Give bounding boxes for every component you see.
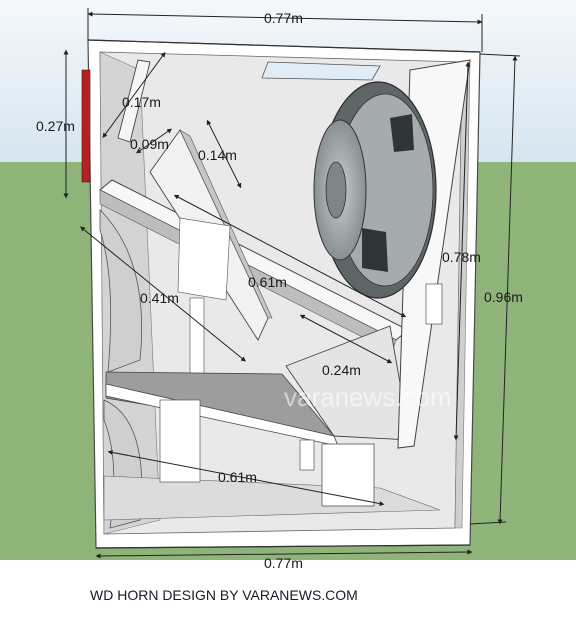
dim-line-diag-mid [173, 194, 407, 318]
dim-line-lower [107, 450, 385, 506]
label-baffle-c: 0.14m [198, 147, 237, 163]
mouth-strip [81, 69, 91, 183]
label-diag-mid: 0.61m [248, 274, 287, 290]
dimension-lines [63, 8, 521, 559]
label-chamber: 0.24m [322, 362, 361, 378]
basket-window-bottom [362, 228, 388, 272]
label-mouth-height: 0.27m [36, 118, 75, 134]
dim-line-right [497, 55, 518, 525]
label-diag-left: 0.41m [140, 290, 179, 306]
basket-window-top [390, 114, 414, 152]
label-driver-panel: 0.78m [442, 249, 481, 265]
dim-line-baffle-a [102, 51, 166, 139]
diagram-caption: WD HORN DESIGN BY VARANEWS.COM [90, 587, 358, 603]
cabinet-bottom-edge [95, 544, 471, 549]
lower-block-left [159, 399, 201, 483]
dim-tick-right-t [479, 53, 521, 57]
lower-block-small [299, 439, 315, 471]
right-block [425, 283, 443, 325]
dim-line-chamber [299, 314, 393, 364]
label-bottom-width: 0.77m [264, 555, 303, 571]
label-top-width: 0.77m [264, 10, 303, 26]
label-height-right: 0.96m [484, 289, 523, 305]
support-block-upper [177, 217, 231, 301]
dim-tick-right-b [469, 521, 507, 525]
dim-line-baffle-c [206, 119, 242, 189]
lower-block-center [321, 443, 375, 507]
watermark: varanews.com [284, 382, 452, 412]
dim-line-bottom [95, 549, 473, 559]
support-block-left [189, 297, 205, 381]
label-baffle-b: 0.09m [130, 136, 169, 152]
label-baffle-a: 0.17m [122, 94, 161, 110]
cabinet-top-edge [87, 39, 481, 53]
dim-line-driver [453, 61, 471, 441]
caption-band [0, 560, 576, 619]
speaker-dustcap [325, 161, 347, 219]
dim-line-diag-left [80, 226, 246, 362]
dim-line-top [87, 11, 483, 25]
top-vent [261, 61, 381, 81]
dim-line-baffle-b [135, 128, 173, 154]
label-lower-run: 0.61m [218, 469, 257, 485]
